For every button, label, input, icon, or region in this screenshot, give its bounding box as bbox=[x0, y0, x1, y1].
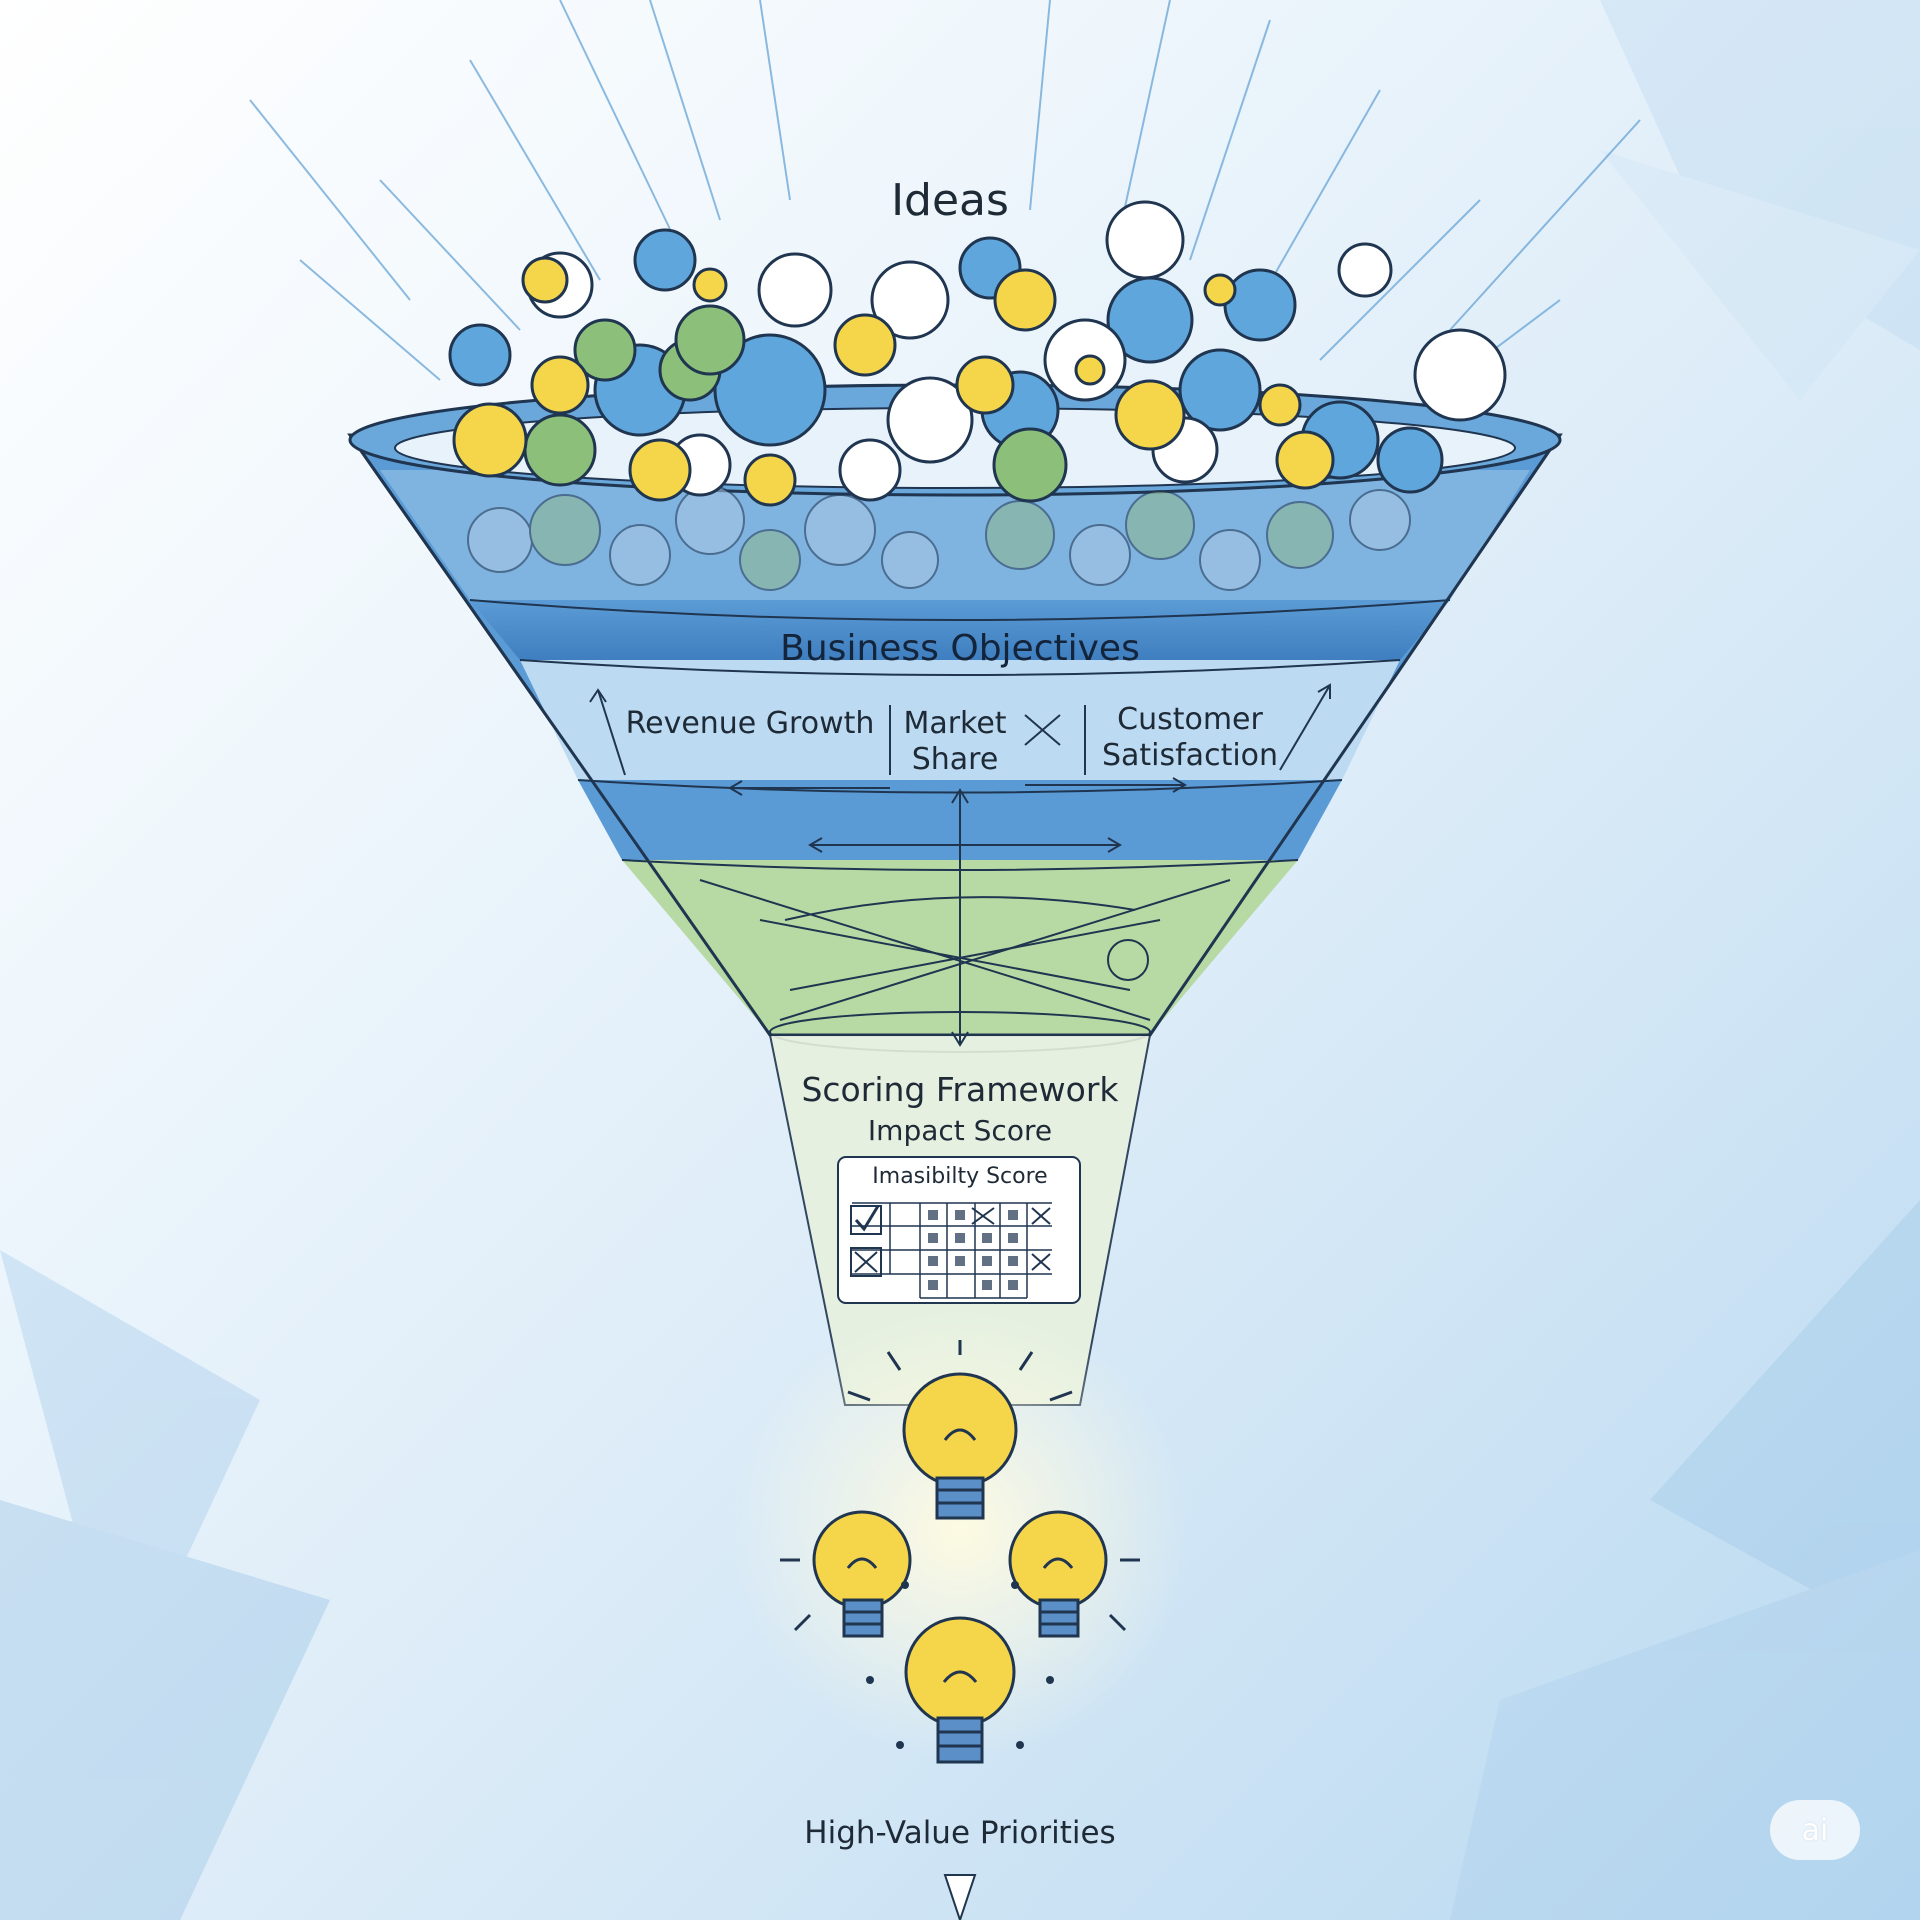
lightbulb-icon bbox=[904, 1616, 1016, 1764]
ai-badge: ai bbox=[1770, 1800, 1860, 1860]
ideas-label: Ideas bbox=[891, 175, 1009, 226]
business-objectives-label: Business Objectives bbox=[780, 628, 1140, 669]
score-card bbox=[837, 1156, 1081, 1304]
market-share-line1: Market bbox=[903, 706, 1007, 741]
market-share-label: Market Share bbox=[880, 706, 1030, 778]
high-value-priorities-label: High-Value Priorities bbox=[804, 1815, 1116, 1851]
arrow-icon bbox=[943, 1874, 977, 1920]
output-bulbs bbox=[730, 1300, 1190, 1920]
lightbulb-icon bbox=[1008, 1510, 1108, 1638]
feasibility-score-label: Imasibilty Score bbox=[872, 1164, 1048, 1189]
cross-icon bbox=[854, 1207, 1051, 1273]
rays bbox=[249, 0, 1641, 421]
lightbulb-icon bbox=[902, 1372, 1018, 1520]
customer-satisfaction-label: Customer Satisfaction bbox=[1090, 702, 1290, 774]
checkbox-crossed bbox=[850, 1247, 882, 1277]
funnel-bulbs bbox=[467, 485, 1411, 591]
checkmark-icon bbox=[854, 1205, 880, 1232]
impact-score-label: Impact Score bbox=[867, 1114, 1053, 1147]
ai-badge-text: ai bbox=[1801, 1812, 1829, 1848]
scoring-framework-label: Scoring Framework bbox=[801, 1070, 1119, 1109]
customer-satisfaction-line2: Satisfaction bbox=[1101, 738, 1279, 773]
customer-satisfaction-line1: Customer bbox=[1117, 702, 1263, 737]
revenue-growth-label: Revenue Growth bbox=[625, 706, 875, 741]
light-rays bbox=[780, 1340, 1140, 1632]
market-share-line2: Share bbox=[911, 742, 999, 777]
checkbox-checked bbox=[850, 1205, 882, 1235]
lightbulb-icon bbox=[812, 1510, 912, 1638]
lightbulb-icon-group bbox=[452, 256, 1335, 507]
objective-arrows bbox=[589, 683, 1331, 1047]
